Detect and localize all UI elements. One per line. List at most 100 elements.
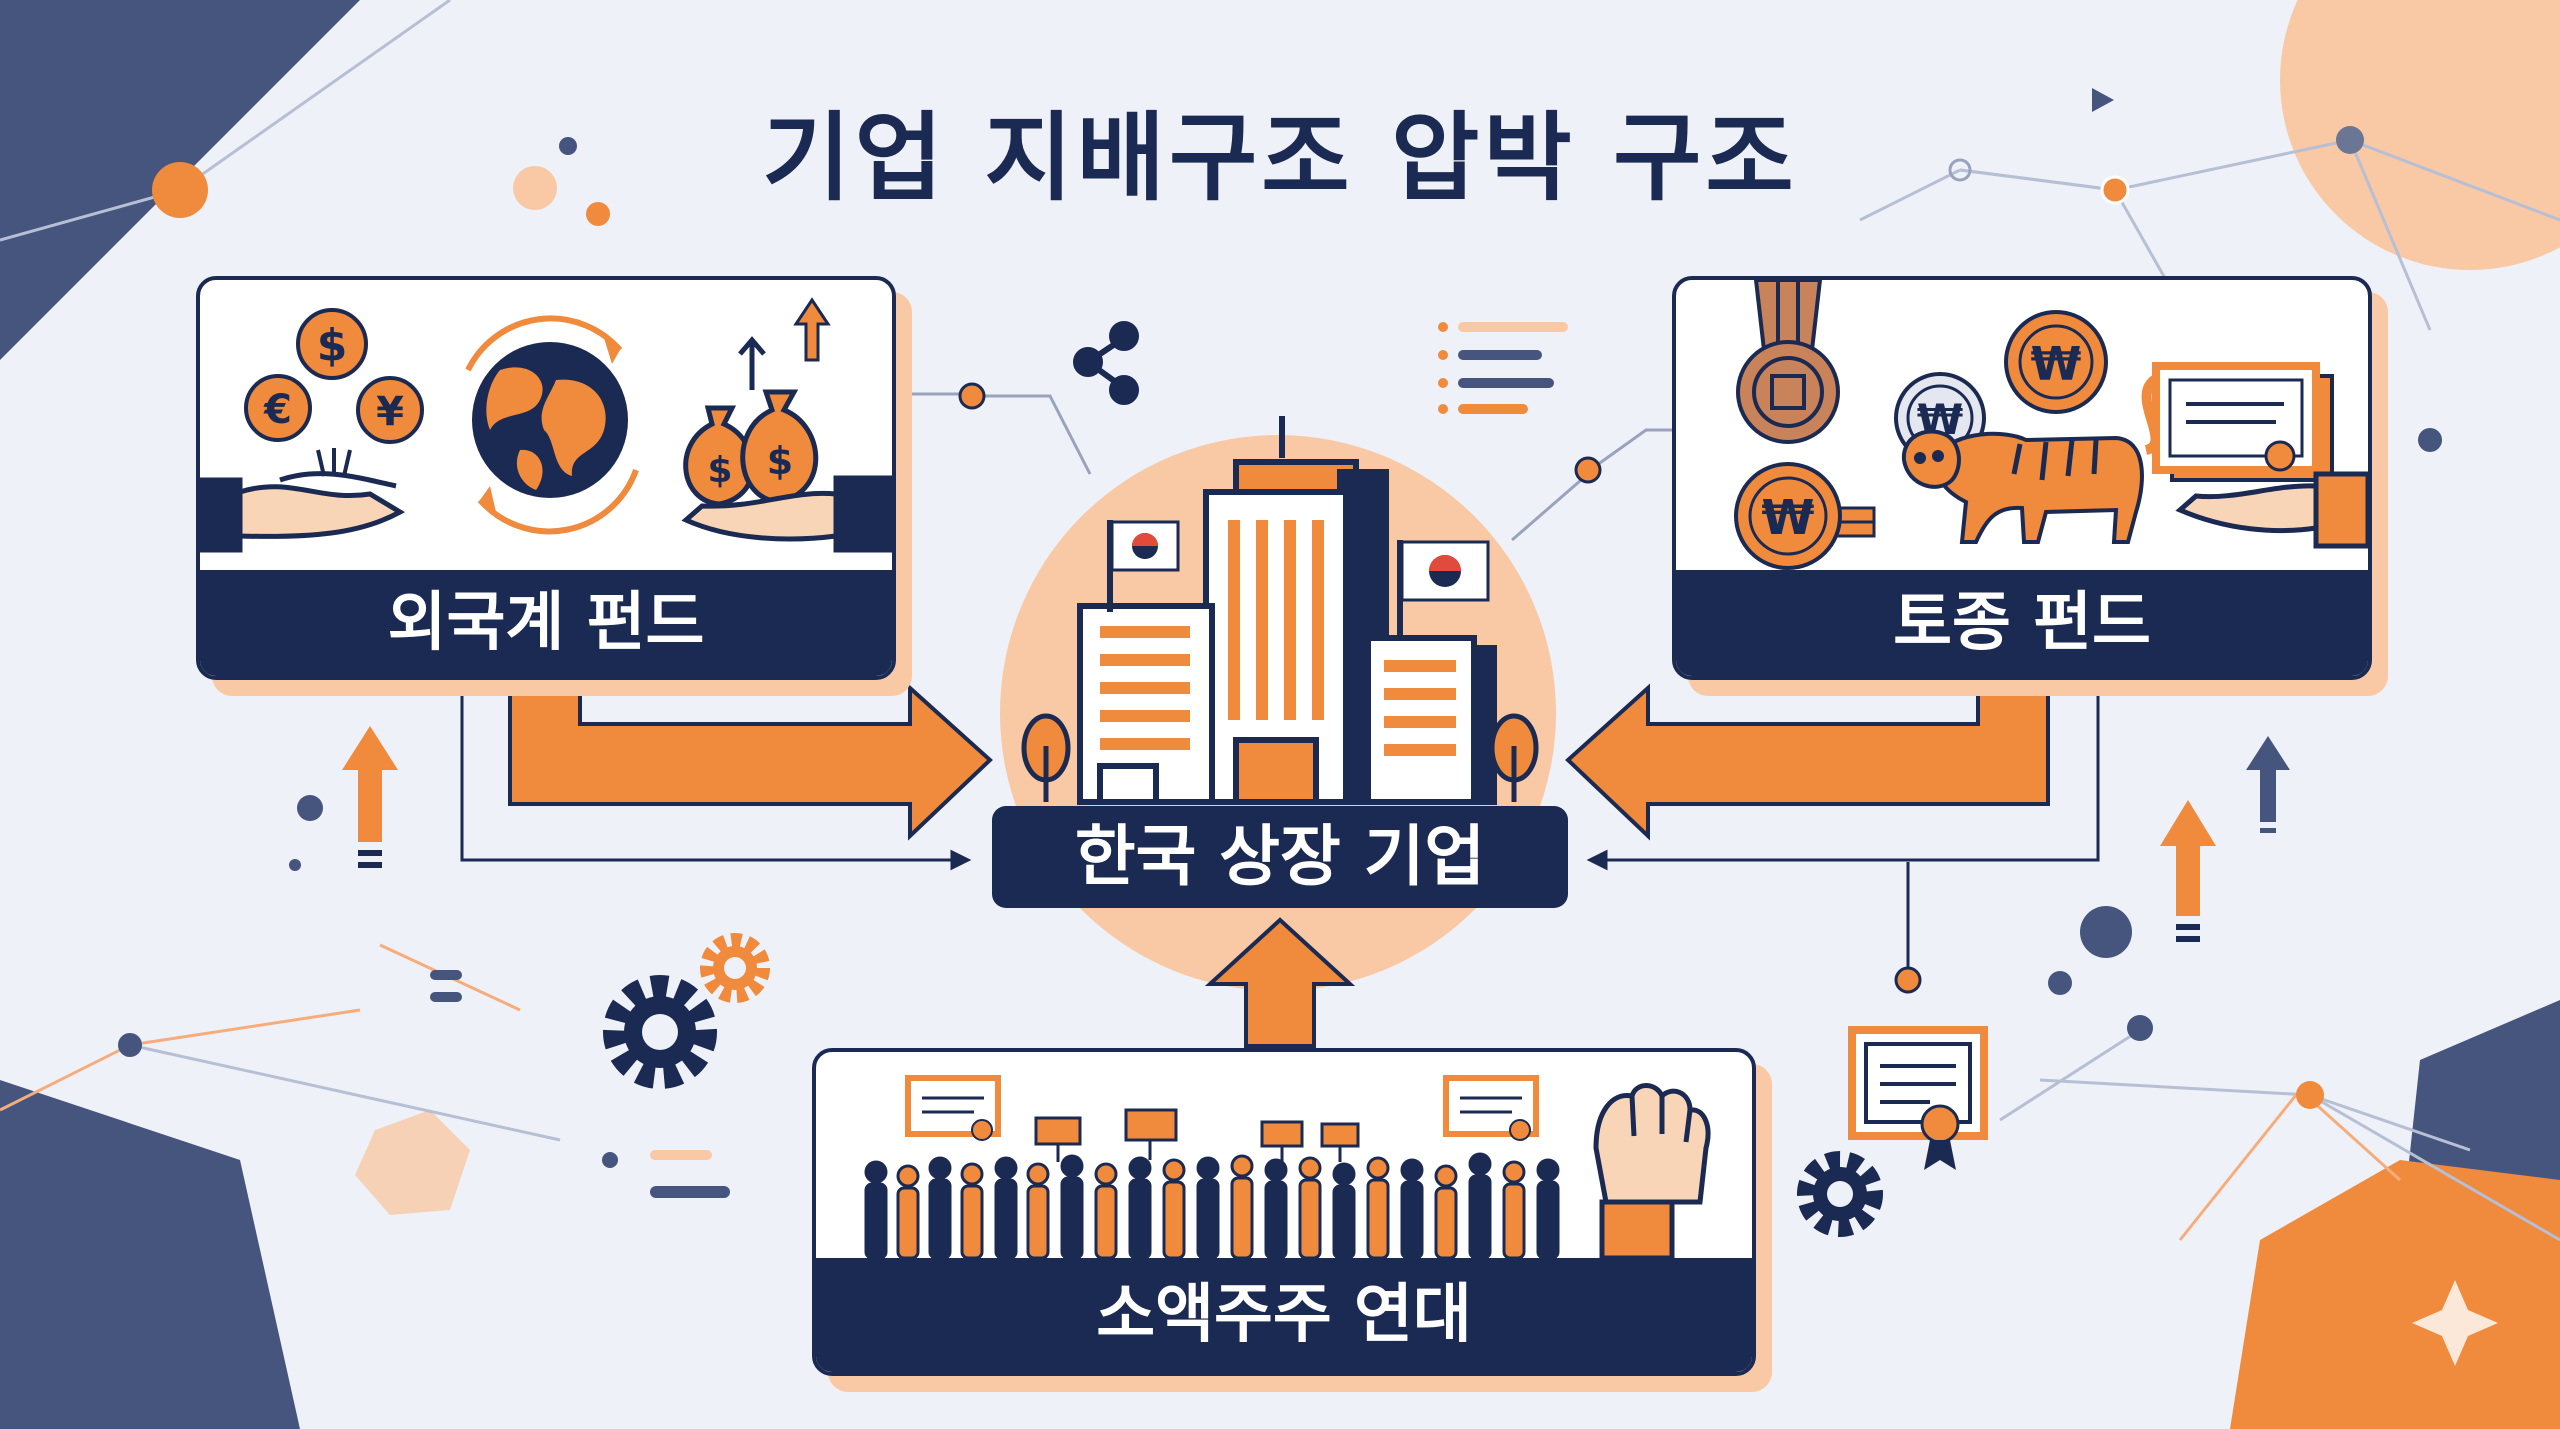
svg-text:¥: ¥ [376, 389, 404, 435]
crowd-person [1196, 1156, 1220, 1258]
gear-icon [1797, 1151, 1883, 1237]
dot [602, 1152, 618, 1168]
tree-icon [1021, 713, 1539, 802]
node-company-label: 한국 상장 기업 [992, 806, 1568, 908]
connector-node [1894, 966, 1922, 994]
minority-illustration [864, 1075, 1711, 1258]
dot [2296, 1081, 2324, 1109]
tiger-icon [1901, 371, 2165, 544]
gear-icon [700, 933, 770, 1003]
network-lines [0, 0, 2560, 1242]
list-icon [1438, 322, 1568, 414]
dot [513, 166, 557, 210]
crowd-person [1468, 1152, 1492, 1258]
crowd-person [1162, 1158, 1186, 1258]
crowd-person [994, 1156, 1018, 1258]
dot [118, 1033, 142, 1057]
medal-icon [1736, 280, 1840, 444]
korean-flag-icon [1397, 540, 1490, 640]
coin-icon: ¥ [356, 376, 424, 444]
fist-icon [1593, 1083, 1711, 1258]
protest-crowd-icon [864, 1152, 1560, 1258]
crowd-person [1400, 1158, 1424, 1258]
certificate-icon [2152, 362, 2334, 482]
crowd-person [1332, 1162, 1356, 1258]
corner-shape-bottom-right-orange [2230, 1160, 2560, 1429]
arrow-local-to-company [1565, 664, 2050, 841]
node-foreign-fund-label: 외국계 펀드 [200, 570, 892, 676]
crowd-person [1434, 1164, 1458, 1258]
crowd-person [1502, 1160, 1526, 1258]
triangle-decoration [2092, 88, 2114, 112]
crowd-person [1094, 1162, 1118, 1258]
motion-lines [316, 448, 352, 477]
svg-text:$: $ [707, 450, 732, 491]
dot [2048, 971, 2072, 995]
certificate-icon [1848, 1026, 1988, 1170]
certificate-icon [905, 1075, 1001, 1141]
share-icon [1073, 321, 1139, 405]
building-icon [1077, 416, 1497, 805]
crowd-person [896, 1164, 920, 1258]
korean-flag-icon [1107, 520, 1180, 612]
crowd-person [928, 1156, 952, 1258]
local-fund-illustration: ₩ ₩ ₩ [1734, 280, 2368, 570]
dot [1948, 158, 1972, 182]
won-coin-icon: ₩ [1734, 462, 1876, 570]
dot [289, 859, 301, 871]
globe-icon [465, 315, 639, 535]
node-minority-shareholders-label: 소액주주 연대 [816, 1258, 1752, 1372]
sparkle-icon [2412, 1280, 2498, 1366]
hand-icon [200, 471, 406, 553]
money-bag-icon: $ [683, 405, 756, 507]
up-arrow-icon [342, 726, 398, 868]
crowd-person [1536, 1158, 1560, 1258]
won-coin-icon: ₩ [2004, 310, 2108, 414]
up-arrow-icon [2160, 800, 2216, 942]
crowd-person [1230, 1154, 1254, 1258]
svg-text:₩: ₩ [1762, 490, 1815, 546]
up-arrow-icon [793, 297, 831, 362]
node-minority-shareholders: 소액주주 연대 [812, 1048, 1756, 1376]
hand-icon [681, 475, 892, 553]
hand-icon [2175, 471, 2368, 549]
up-arrow-icon [738, 336, 766, 390]
dot [2127, 1015, 2153, 1041]
certificate-icon [1443, 1075, 1539, 1141]
dot [559, 137, 577, 155]
crowd-person [1298, 1156, 1322, 1258]
crowd-person [1366, 1156, 1390, 1258]
node-local-fund-label: 토종 펀드 [1676, 570, 2368, 676]
protest-sign [1034, 1108, 1360, 1162]
dot [297, 795, 323, 821]
diagram-title: 기업 지배구조 압박 구조 [762, 102, 1798, 214]
dot [586, 202, 610, 226]
dot [2100, 175, 2130, 205]
connector-node [958, 382, 986, 410]
corner-shape-top-right [2280, 0, 2560, 270]
svg-text:€: € [263, 387, 292, 433]
crowd-person [1026, 1162, 1050, 1258]
crowd-person [864, 1160, 888, 1258]
crowd-person [1128, 1156, 1152, 1258]
svg-text:₩: ₩ [2031, 337, 2082, 391]
dot [2418, 428, 2442, 452]
svg-text:$: $ [317, 320, 348, 371]
coin-icon: € [244, 374, 312, 442]
hexagon-decoration [355, 1110, 470, 1215]
svg-text:$: $ [767, 439, 793, 483]
crowd-person [1060, 1154, 1084, 1258]
node-foreign-fund: $ € ¥ [196, 276, 896, 680]
dash-decoration-left [430, 970, 730, 1198]
dot [152, 162, 208, 218]
crowd-person [1264, 1158, 1288, 1258]
node-local-fund: ₩ ₩ ₩ [1672, 276, 2372, 680]
connector-node [1574, 456, 1602, 484]
crowd-person [960, 1162, 984, 1258]
coin-icon: $ [296, 308, 368, 380]
arrow-minority-to-company [1204, 917, 1356, 1048]
up-arrow-icon [2246, 736, 2290, 833]
corner-shape-bottom-left [0, 1080, 300, 1429]
